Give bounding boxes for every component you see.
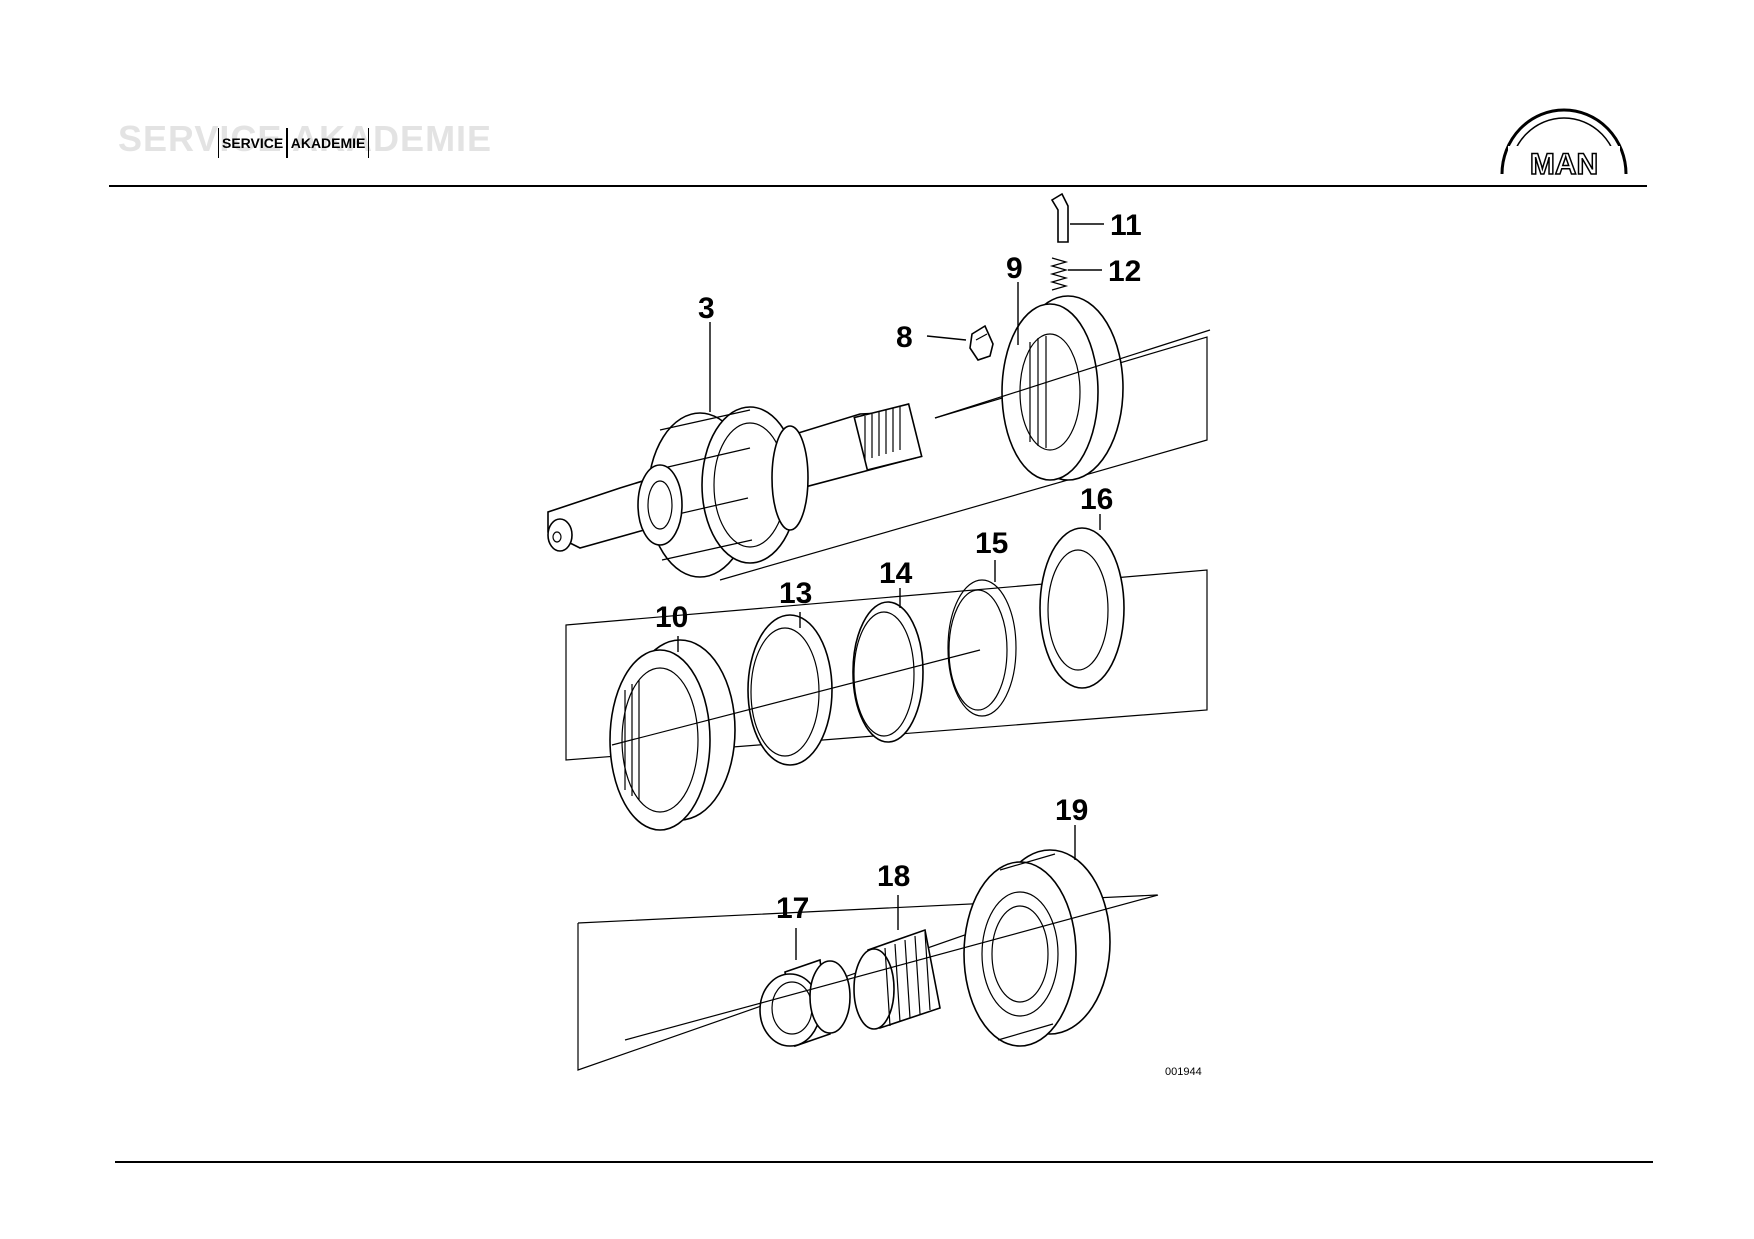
callout-15: 15 <box>975 527 1008 560</box>
axis-line-middle <box>611 649 981 746</box>
header-rule <box>109 185 1647 187</box>
callout-16: 16 <box>1080 483 1113 516</box>
part-8-block <box>969 324 994 361</box>
brand-divider <box>286 128 288 158</box>
watermark-title: SERVICE AKADEMIE <box>118 118 493 159</box>
callout-17: 17 <box>776 892 809 925</box>
part-12-spring <box>1049 257 1069 291</box>
part-19-gear <box>963 849 1111 1047</box>
part-14-ring <box>852 601 924 743</box>
brand-word-akademie: AKADEMIE <box>290 135 366 151</box>
callout-18: 18 <box>877 860 910 893</box>
part-16-toothed-ring <box>1039 527 1125 689</box>
callout-14: 14 <box>879 557 913 590</box>
callout-19: 19 <box>1055 794 1088 827</box>
part-15-snap-ring <box>947 579 1017 717</box>
man-logo-icon: MAN <box>1500 108 1628 182</box>
callout-9: 9 <box>1006 252 1023 285</box>
brand-word-service: SERVICE <box>222 135 284 151</box>
logo-text: MAN <box>1530 148 1598 181</box>
leader-8 <box>926 335 967 341</box>
callout-13: 13 <box>779 577 812 610</box>
figure-code: 001944 <box>1165 1066 1202 1078</box>
part-9-sync-body <box>1001 295 1124 481</box>
frame-middle <box>565 569 1208 761</box>
callout-8: 8 <box>896 321 913 354</box>
brand-wordmark: SERVICE AKADEMIE <box>218 128 370 158</box>
part-17-bush <box>759 958 851 1048</box>
axis-line-upper <box>934 329 1211 419</box>
axis-line-lower <box>624 894 1159 1041</box>
callout-3: 3 <box>698 292 715 325</box>
callout-12: 12 <box>1108 255 1141 288</box>
part-18-needle-bearing <box>853 928 941 1030</box>
part-10-sleeve <box>609 639 736 831</box>
footer-rule <box>115 1161 1653 1163</box>
main-shaft <box>547 403 923 578</box>
callout-11: 11 <box>1110 209 1142 242</box>
callout-10: 10 <box>655 601 688 634</box>
part-11-pin <box>1050 192 1069 243</box>
part-13-sync-ring <box>747 614 833 766</box>
